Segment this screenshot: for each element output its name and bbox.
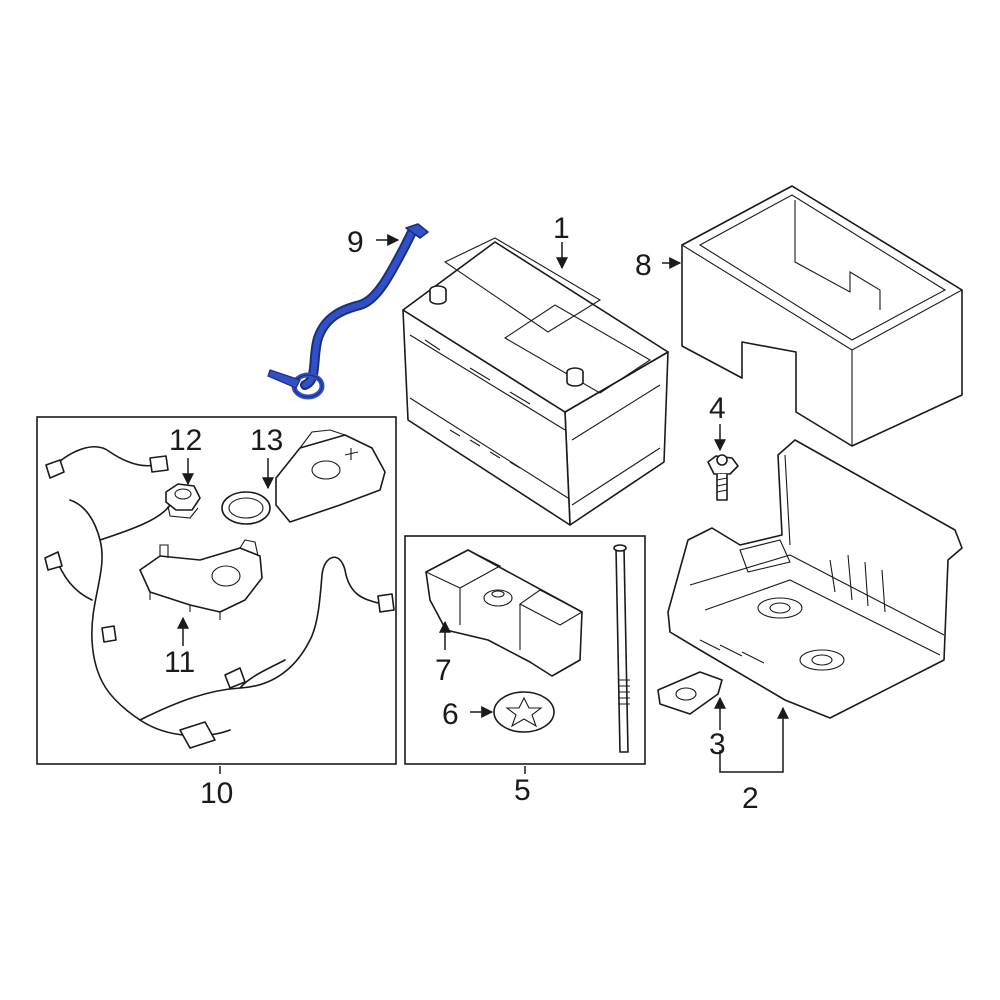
ground-cable[interactable] bbox=[267, 223, 429, 400]
callout-7: 7 bbox=[435, 654, 452, 687]
callout-1: 1 bbox=[553, 212, 570, 245]
callout-6: 6 bbox=[442, 698, 459, 731]
callout-12: 12 bbox=[169, 424, 202, 457]
callout-5: 5 bbox=[514, 774, 531, 807]
hold-down-kit-box bbox=[404, 535, 646, 765]
callout-11: 11 bbox=[164, 646, 195, 679]
battery-tray[interactable] bbox=[667, 439, 963, 719]
tray-bracket[interactable] bbox=[657, 671, 723, 715]
callout-10: 10 bbox=[200, 777, 233, 810]
wiring-harness[interactable] bbox=[44, 446, 395, 749]
star-washer[interactable] bbox=[493, 691, 555, 733]
callout-2: 2 bbox=[742, 782, 759, 815]
battery-terminal-left bbox=[429, 285, 447, 305]
terminal-cover[interactable] bbox=[275, 429, 386, 523]
terminal-nut[interactable] bbox=[165, 483, 201, 519]
battery-insulator-box[interactable] bbox=[680, 185, 964, 447]
battery[interactable] bbox=[402, 237, 669, 526]
callout-9: 9 bbox=[347, 226, 364, 259]
tray-bolt[interactable] bbox=[707, 454, 739, 501]
callout-8: 8 bbox=[635, 249, 652, 282]
terminal-seal-ring[interactable] bbox=[221, 491, 271, 525]
hold-down-rod[interactable] bbox=[613, 544, 630, 753]
callout-leaders bbox=[177, 234, 789, 774]
battery-sensor-terminal[interactable] bbox=[139, 539, 263, 620]
harness-kit-box bbox=[36, 416, 397, 765]
callout-4: 4 bbox=[709, 392, 726, 425]
callout-3: 3 bbox=[709, 728, 726, 761]
battery-terminal-right bbox=[566, 367, 584, 387]
callout-13: 13 bbox=[250, 424, 283, 457]
hold-down-clamp[interactable] bbox=[424, 549, 584, 677]
